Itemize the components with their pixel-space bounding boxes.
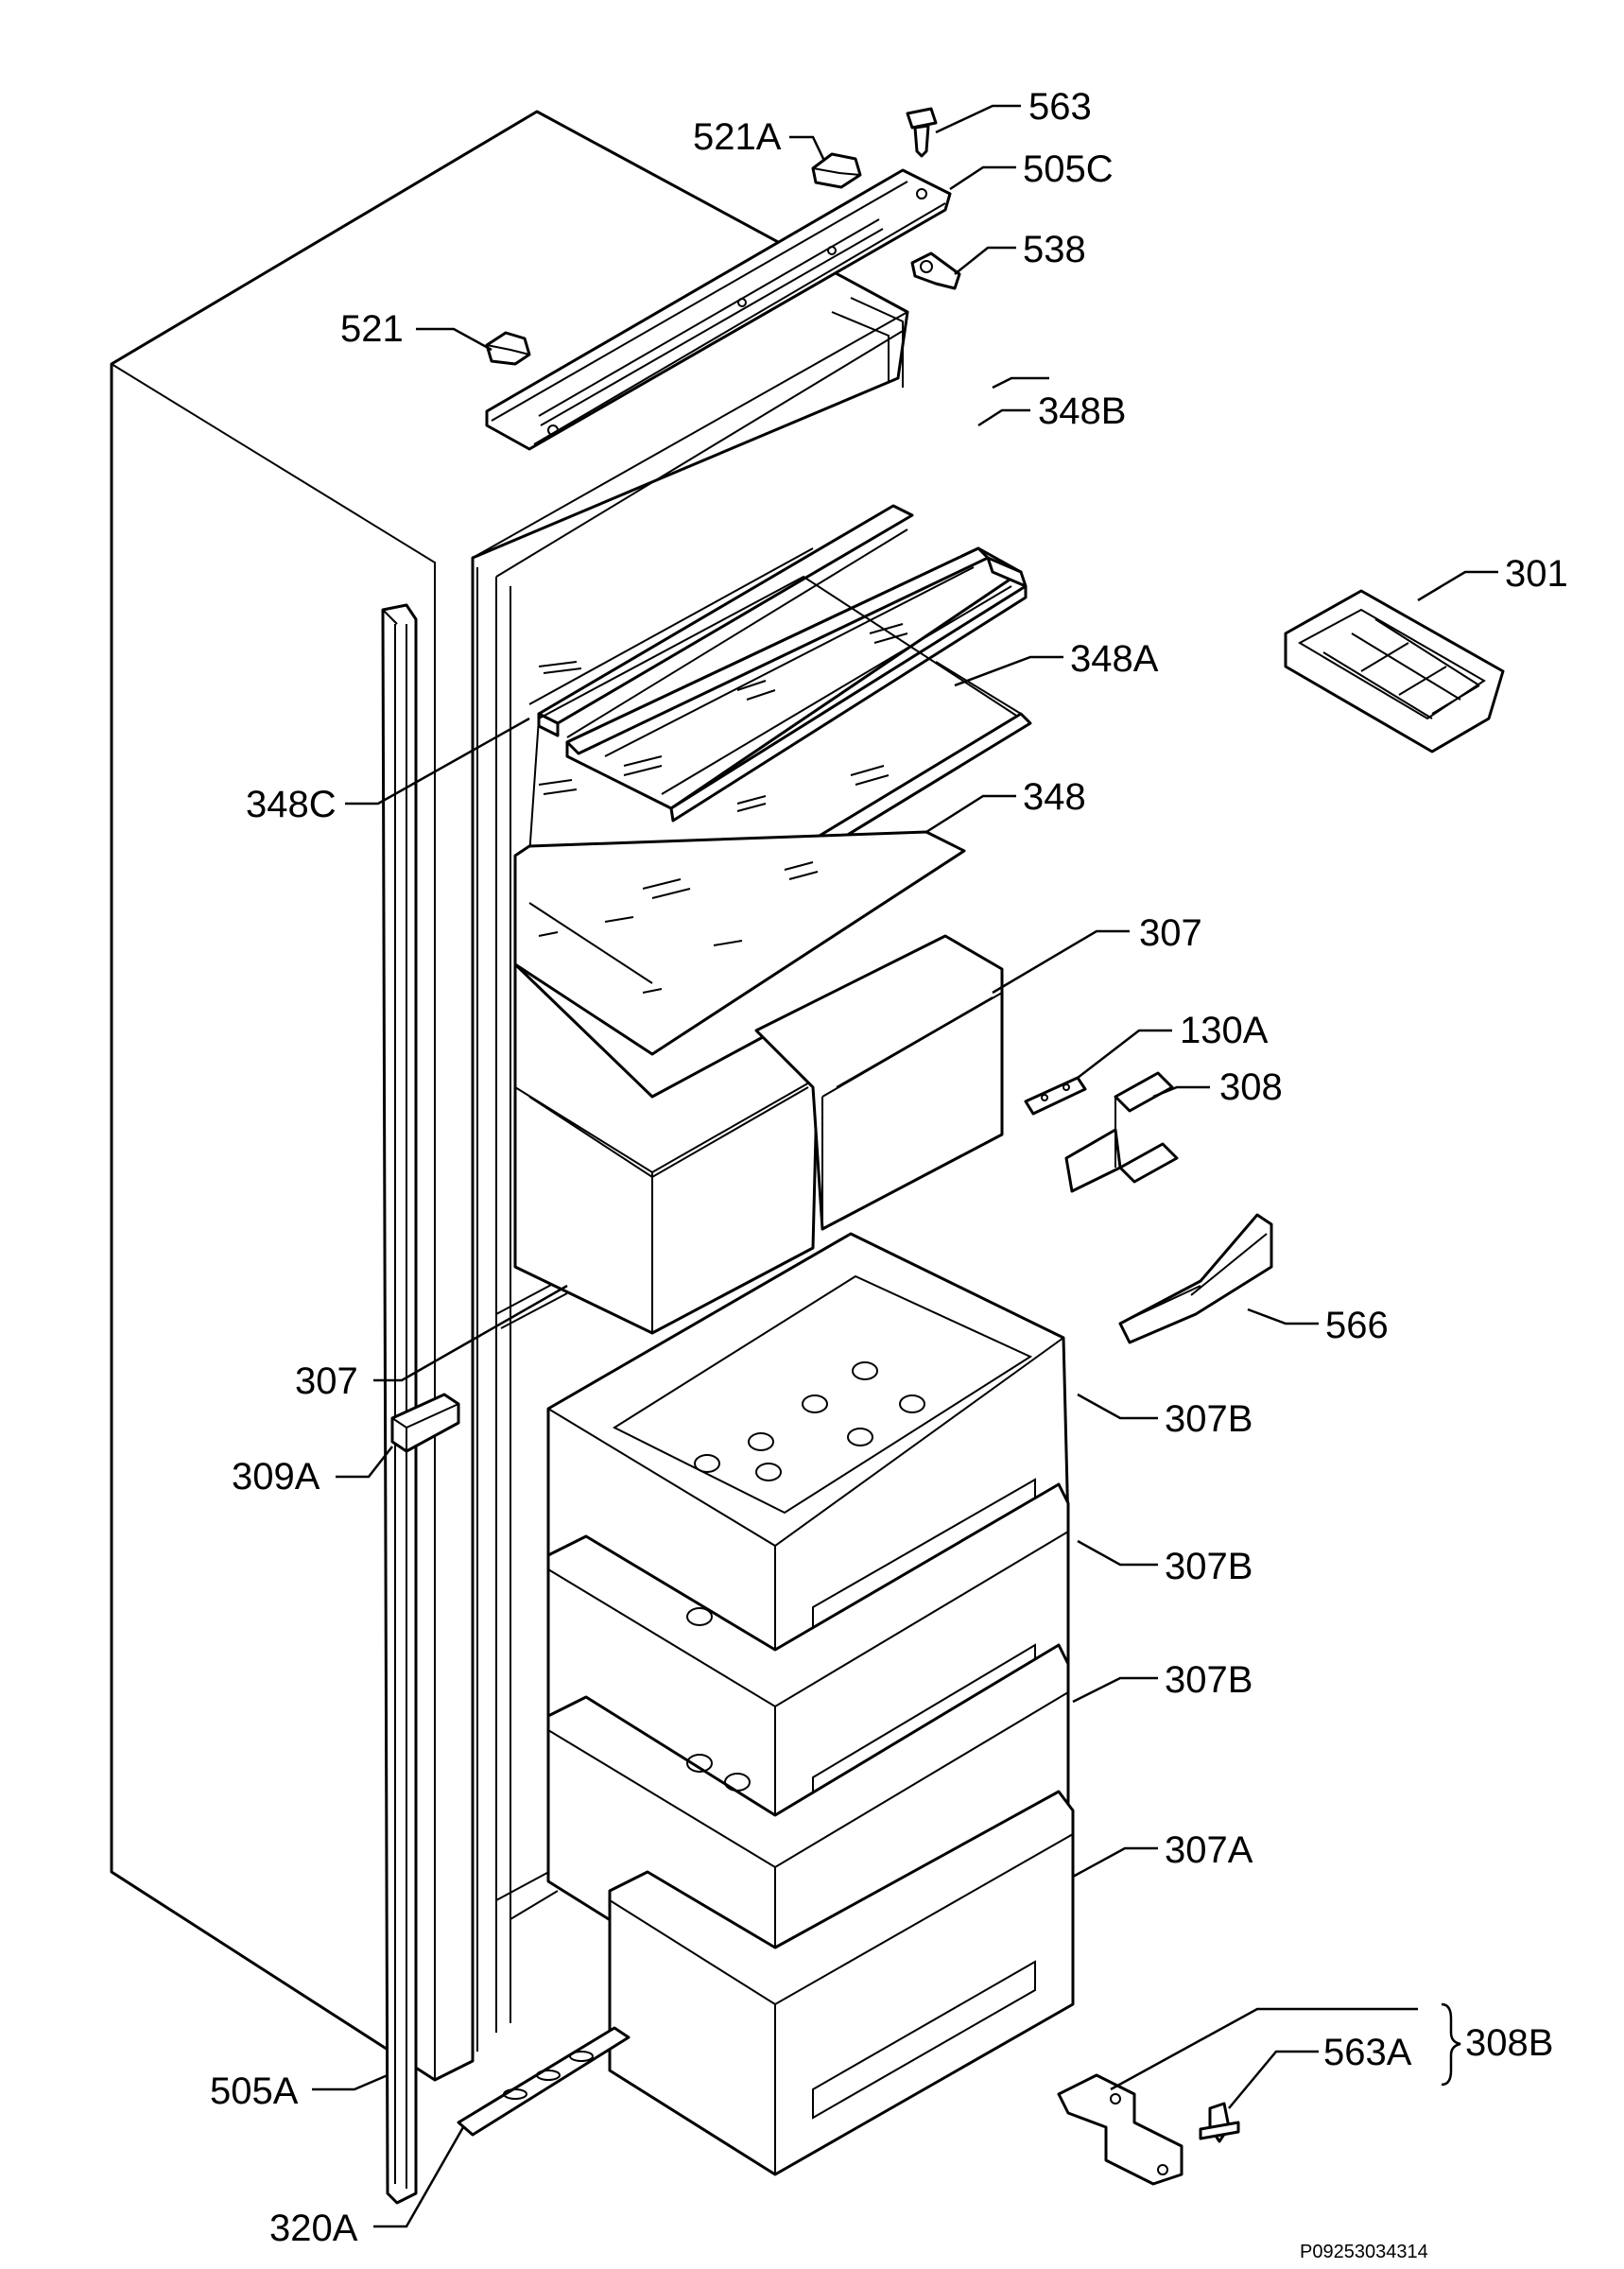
clip-309a	[390, 1393, 460, 1453]
label-563a: 563A	[1323, 2032, 1412, 2073]
hinge-308b	[1057, 2073, 1183, 2186]
label-307-mid: 307	[295, 1360, 358, 1402]
label-307b-3: 307B	[1165, 1659, 1253, 1701]
ice-cube-tray	[1284, 589, 1505, 753]
label-348b: 348B	[1038, 390, 1126, 432]
label-348c: 348C	[246, 784, 337, 825]
document-code: P09253034314	[1300, 2242, 1428, 2262]
label-320a: 320A	[269, 2208, 358, 2249]
label-307a: 307A	[1165, 1829, 1253, 1871]
label-307-top: 307	[1139, 912, 1202, 954]
label-348a: 348A	[1070, 638, 1159, 680]
leader-lines	[312, 104, 1498, 2228]
door-seal-strip	[381, 603, 418, 2205]
label-538: 538	[1023, 229, 1086, 270]
label-521: 521	[340, 308, 404, 350]
label-505c: 505C	[1023, 148, 1114, 190]
hinge-cap-521a	[811, 152, 862, 189]
glass-shelf-348b	[565, 546, 1028, 823]
ice-scoop-566	[1118, 1213, 1273, 1344]
label-307b-1: 307B	[1165, 1398, 1253, 1440]
label-348: 348	[1023, 776, 1086, 818]
hinge-pin-563	[906, 107, 938, 158]
drawer-307a	[608, 1790, 1075, 2176]
label-307b-2: 307B	[1165, 1546, 1253, 1587]
label-308: 308	[1219, 1066, 1283, 1108]
label-505a: 505A	[210, 2070, 299, 2112]
hinge-plate-130a	[1024, 1076, 1087, 1116]
label-563: 563	[1028, 86, 1092, 128]
label-309a: 309A	[232, 1456, 320, 1498]
upper-drawer-left	[513, 962, 820, 1335]
top-hinge-bar	[485, 168, 952, 451]
hinge-bracket-538	[910, 251, 961, 290]
screw-563a	[1199, 2102, 1240, 2143]
bottom-rail-320a	[457, 2026, 631, 2137]
hinge-cap-521	[485, 331, 531, 366]
upper-drawer-right	[754, 934, 1004, 1231]
callout-labels: 563 521A 505C 538 521 348B 301 348A 348C…	[210, 86, 1568, 2262]
label-301: 301	[1505, 553, 1568, 595]
label-130a: 130A	[1180, 1010, 1269, 1051]
label-566: 566	[1325, 1305, 1389, 1346]
label-521a: 521A	[693, 116, 782, 158]
glass-hatching	[538, 623, 908, 994]
hinge-308	[1064, 1071, 1179, 1193]
label-308b: 308B	[1465, 2022, 1553, 2064]
